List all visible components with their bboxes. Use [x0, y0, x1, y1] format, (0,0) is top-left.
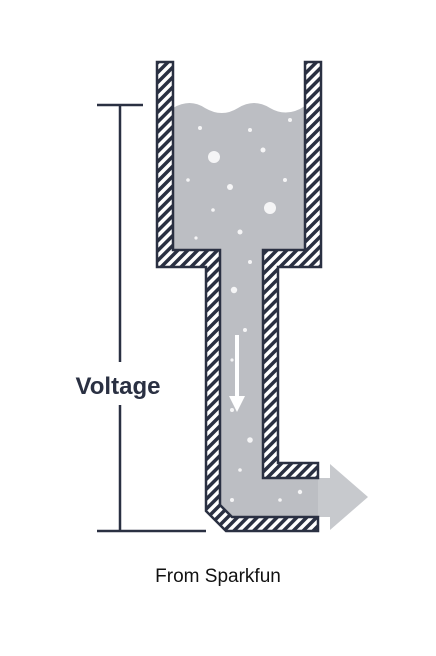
outflow-arrow-icon: [318, 464, 368, 530]
water-body: [173, 103, 318, 517]
water-bubbles: [186, 118, 303, 502]
downward-flow-arrow-icon: [229, 335, 245, 412]
voltage-dimension-bracket: [97, 103, 206, 533]
container-right-wall: [261, 60, 323, 480]
container-left-wall: [155, 60, 320, 533]
image-caption: From Sparkfun: [155, 566, 281, 587]
voltage-label: Voltage: [76, 373, 161, 400]
container-walls: [155, 60, 323, 533]
water-tank-voltage-diagram: Voltage: [76, 60, 368, 533]
